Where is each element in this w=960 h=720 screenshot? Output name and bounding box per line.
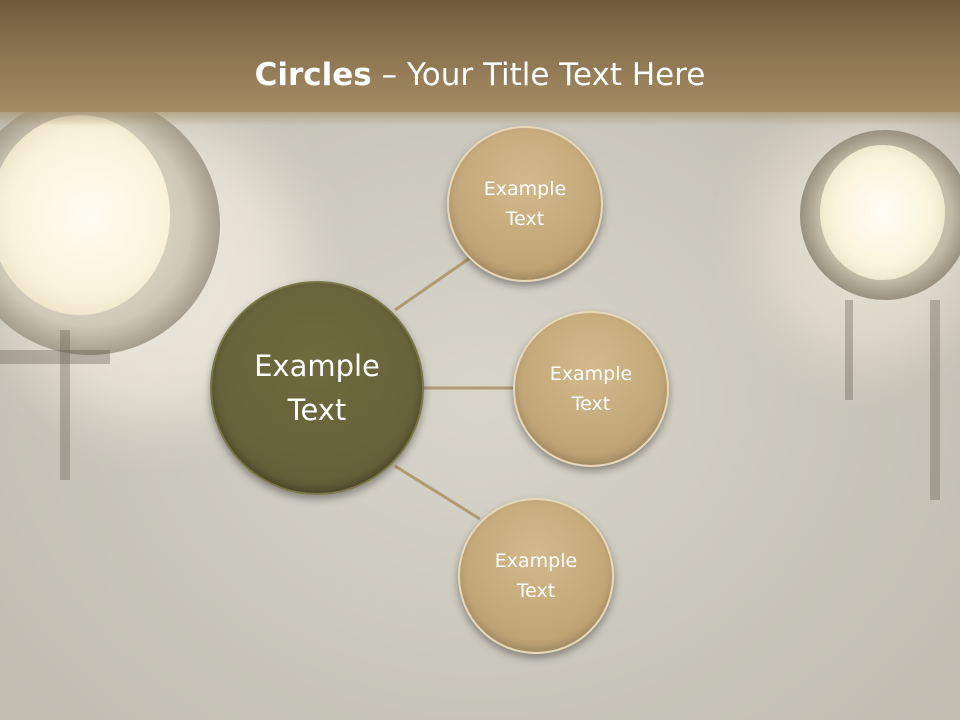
left-spotlight-post (60, 330, 70, 480)
node-circle-2-line2: Text (571, 393, 611, 415)
connector-line-3 (394, 464, 481, 521)
connector-line-1 (394, 256, 471, 312)
title-bar (0, 0, 960, 112)
right-spotlight-post (930, 300, 940, 500)
node-circle-1-line2: Text (505, 208, 545, 230)
right-spotlight-lens (820, 145, 945, 280)
node-circle-1: Example Text (447, 126, 603, 282)
title-bar-fade (0, 108, 960, 126)
node-circle-1-line1: Example (483, 178, 567, 200)
left-spotlight-stand (0, 350, 110, 364)
slide-title: Circles – Your Title Text Here (0, 54, 960, 96)
title-bold: Circles (254, 57, 372, 93)
node-circle-3-line2: Text (516, 580, 556, 602)
center-circle: Example Text (210, 281, 424, 495)
node-circle-3: Example Text (458, 498, 614, 654)
node-circle-2-line1: Example (549, 363, 633, 385)
center-circle-line2: Text (287, 393, 347, 427)
node-circle-3-line1: Example (494, 550, 578, 572)
right-spotlight-stand (845, 300, 853, 400)
center-circle-line1: Example (254, 349, 380, 383)
node-circle-2: Example Text (513, 311, 669, 467)
title-rest: – Your Title Text Here (371, 57, 706, 93)
left-spotlight-lens (0, 115, 170, 315)
